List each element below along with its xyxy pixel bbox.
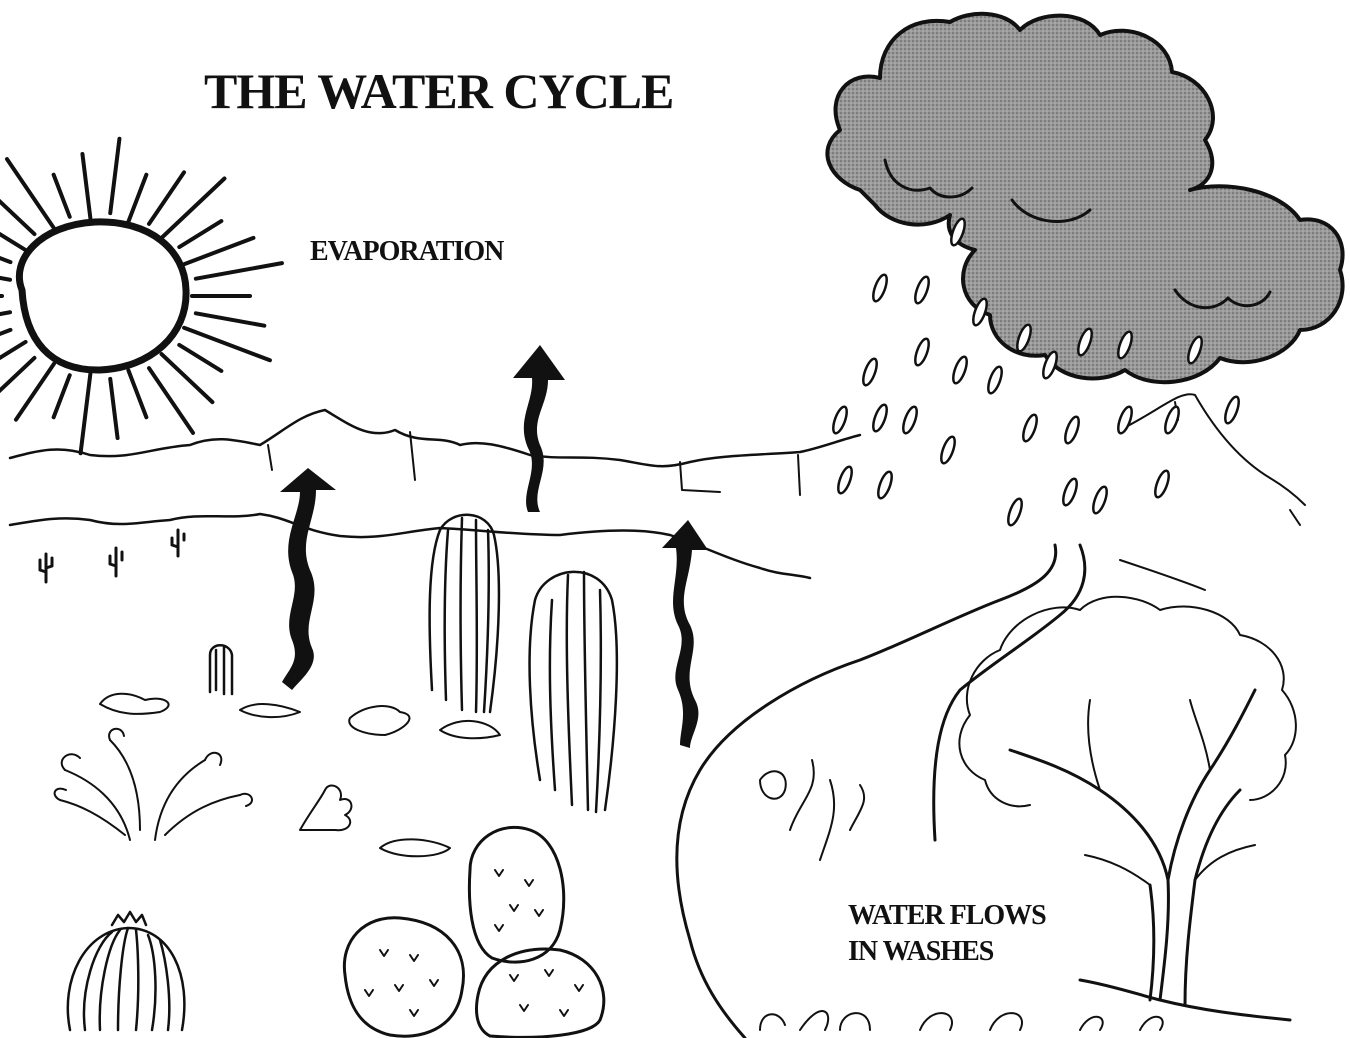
- prickly-pear-cactus-icon: [344, 827, 603, 1037]
- sun-ray: [110, 379, 117, 438]
- raindrop-icon: [871, 273, 890, 303]
- rain-cloud-icon: [827, 14, 1342, 382]
- raindrop-icon: [913, 337, 932, 367]
- sun-ray: [54, 375, 70, 417]
- sun-ray: [196, 313, 264, 325]
- sun-ray: [196, 263, 282, 279]
- raindrop-icon: [986, 365, 1005, 395]
- raindrop-icon: [913, 275, 932, 305]
- sun-ray: [179, 221, 221, 247]
- sun-ray: [0, 266, 10, 279]
- sun-ray: [81, 374, 91, 453]
- raindrop-icon: [836, 465, 855, 495]
- raindrop-icon: [1063, 415, 1082, 445]
- raindrop-icon: [951, 355, 970, 385]
- sun-ray: [184, 238, 253, 264]
- raindrop-icon: [861, 357, 880, 387]
- hill-right: [1290, 510, 1300, 525]
- water-flows-label-line2: IN WASHES: [848, 934, 1046, 970]
- raindrop-icon: [939, 435, 958, 465]
- sun-icon: [0, 139, 282, 453]
- raindrop-icon: [831, 405, 850, 435]
- distant-cacti: [40, 530, 184, 582]
- evaporation-label: EVAPORATION: [310, 236, 503, 268]
- raindrop-icon: [901, 405, 920, 435]
- water-flows-label-line1: WATER FLOWS: [848, 898, 1046, 934]
- barrel-cactus-icon: [68, 912, 185, 1030]
- page-title: THE WATER CYCLE: [204, 62, 673, 120]
- raindrop-icon: [1116, 405, 1135, 435]
- sun-ray: [0, 190, 34, 234]
- raindrop-icon: [1061, 477, 1080, 507]
- sun-ray: [0, 358, 34, 414]
- sun-ray: [110, 139, 119, 213]
- mountain-ridges: [10, 394, 1305, 590]
- sun-ray: [179, 345, 221, 371]
- sun-ray: [0, 312, 10, 329]
- water-flows-label: WATER FLOWS IN WASHES: [848, 898, 1046, 970]
- raindrop-icon: [1223, 395, 1242, 425]
- sun-ray: [82, 154, 90, 218]
- sun-ray: [162, 179, 225, 238]
- sun-ray: [54, 175, 70, 217]
- raindrop-icon: [1091, 485, 1110, 515]
- raindrop-icon: [871, 403, 890, 433]
- raindrop-icon: [1021, 413, 1040, 443]
- shrub-icon: [55, 694, 500, 857]
- raindrop-icon: [876, 470, 895, 500]
- sun-ray: [7, 159, 54, 228]
- sun-ray: [128, 175, 146, 222]
- raindrop-icon: [1153, 469, 1172, 499]
- sun-ray: [0, 342, 26, 371]
- sun-ray: [149, 172, 184, 224]
- raindrop-icon: [1006, 497, 1025, 527]
- sun-ray: [128, 370, 146, 417]
- saguaro-cactus-icon: [210, 515, 617, 812]
- sun-ray: [0, 221, 26, 250]
